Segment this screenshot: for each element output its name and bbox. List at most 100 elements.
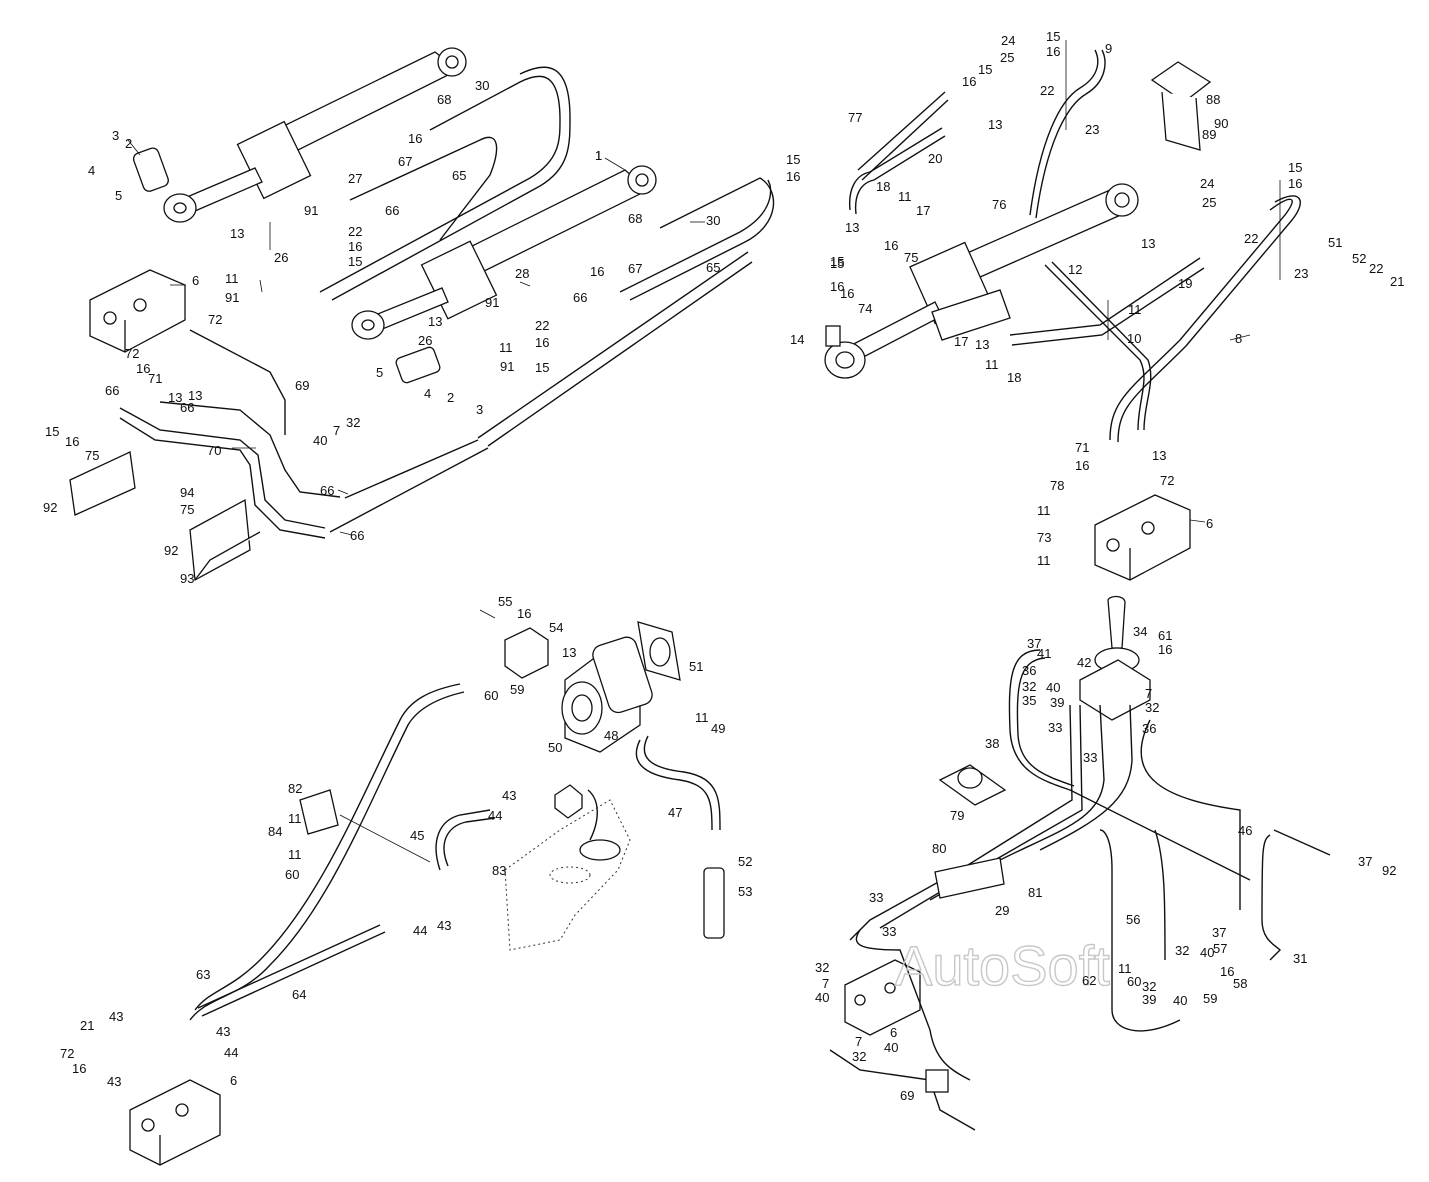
callout-top-right-22: 22 [1244,231,1258,246]
callout-top-left-2: 2 [125,136,132,151]
callout-bottom-right-40: 40 [1173,993,1187,1008]
callout-top-right-11: 11 [898,189,912,204]
callout-top-right-8: 8 [1235,331,1242,346]
callout-top-right-16: 16 [786,169,800,184]
bracket-82 [299,789,339,835]
callout-bottom-right-39: 39 [1142,992,1156,1007]
callout-top-left-3: 3 [476,402,483,417]
callout-top-right-11: 11 [1037,503,1051,518]
callout-bottom-right-32: 32 [852,1049,866,1064]
callout-top-right-15: 15 [1046,29,1060,44]
callout-top-right-18: 18 [876,179,890,194]
callout-top-left-93: 93 [180,571,194,586]
callout-bottom-right-69: 69 [900,1088,914,1103]
callout-top-left-15: 15 [535,360,549,375]
callout-top-right-16: 16 [1046,44,1060,59]
callout-bottom-right-62: 62 [1082,973,1096,988]
callout-bottom-left-45: 45 [410,828,424,843]
callout-top-left-66: 66 [385,203,399,218]
callout-bottom-left-72: 72 [60,1046,74,1061]
callout-bottom-left-21: 21 [80,1018,94,1033]
callout-top-right-51: 51 [1328,235,1342,250]
callout-top-right-13: 13 [1141,236,1155,251]
callout-top-left-69: 69 [295,378,309,393]
callout-top-right-90: 90 [1214,116,1228,131]
callout-top-left-30: 30 [475,78,489,93]
callout-bottom-left-55: 55 [498,594,512,609]
callout-top-right-14: 14 [790,332,804,347]
callout-bottom-right-37: 37 [1027,636,1041,651]
callout-top-left-65: 65 [706,260,720,275]
callout-top-right-25: 25 [1202,195,1216,210]
top-left-assembly [69,47,775,582]
callout-bottom-right-31: 31 [1293,951,1307,966]
callout-bottom-right-33: 33 [1048,720,1062,735]
callout-top-right-6: 6 [1206,516,1213,531]
callout-top-left-16: 16 [348,239,362,254]
callout-top-right-16: 16 [884,238,898,253]
callout-top-left-68: 68 [437,92,451,107]
callout-top-left-13: 13 [428,314,442,329]
callout-bottom-left-51: 51 [689,659,703,674]
callout-top-left-11: 11 [225,271,239,286]
callout-bottom-left-43: 43 [216,1024,230,1039]
callout-bottom-right-46: 46 [1238,823,1252,838]
callout-bottom-right-32: 32 [1175,943,1189,958]
callout-top-right-89: 89 [1202,127,1216,142]
callout-top-right-15: 15 [978,62,992,77]
callout-top-right-76: 76 [992,197,1006,212]
callout-bottom-right-40: 40 [815,990,829,1005]
callout-bottom-right-33: 33 [882,924,896,939]
callout-top-right-16: 16 [1075,458,1089,473]
callout-bottom-right-37: 37 [1212,925,1226,940]
callout-top-left-91: 91 [225,290,239,305]
callout-bottom-left-84: 84 [268,824,282,839]
callout-top-left-40: 40 [313,433,327,448]
callout-bottom-right-7: 7 [1145,686,1152,701]
callout-top-left-71: 71 [148,371,162,386]
callout-top-right-22: 22 [1040,83,1054,98]
callout-top-left-3: 3 [112,128,119,143]
callout-top-right-10: 10 [1127,331,1141,346]
callout-top-left-75: 75 [180,502,194,517]
callout-top-right-23: 23 [1085,122,1099,137]
callout-top-left-16: 16 [136,361,150,376]
callout-top-left-66: 66 [320,483,334,498]
callout-top-right-17: 17 [954,334,968,349]
callout-bottom-right-39: 39 [1050,695,1064,710]
callout-bottom-right-57: 57 [1213,941,1227,956]
callout-top-left-11: 11 [499,340,513,355]
bottom-left-leaders [339,609,496,863]
callout-bottom-right-59: 59 [1203,991,1217,1006]
callout-top-right-88: 88 [1206,92,1220,107]
callout-top-left-15: 15 [348,254,362,269]
block-54 [504,627,549,679]
callout-top-left-67: 67 [398,154,412,169]
top-left-brackets [69,451,261,582]
callout-bottom-left-82: 82 [288,781,302,796]
hydraulic-pump [561,621,681,753]
callout-bottom-left-6: 6 [230,1073,237,1088]
callout-bottom-left-83: 83 [492,863,506,878]
callout-top-right-20: 20 [928,151,942,166]
callout-top-right-23: 23 [1294,266,1308,281]
callout-top-right-17: 17 [916,203,930,218]
callout-top-right-16: 16 [1288,176,1302,191]
callout-top-left-22: 22 [535,318,549,333]
callout-bottom-left-52: 52 [738,854,752,869]
callout-top-left-5: 5 [376,365,383,380]
callout-labels: 1234561311912627166768306566912216157272… [43,29,1404,1103]
callout-top-right-11: 11 [985,357,999,372]
top-left-hoses [119,66,775,539]
callout-top-left-68: 68 [628,211,642,226]
callout-top-left-72: 72 [125,346,139,361]
callout-top-right-25: 25 [1000,50,1014,65]
callout-bottom-left-13: 13 [562,645,576,660]
callout-top-right-18: 18 [1007,370,1021,385]
callout-top-right-11: 11 [1128,302,1142,317]
callout-top-left-32: 32 [346,415,360,430]
callout-top-right-77: 77 [848,110,862,125]
callout-bottom-right-41: 41 [1037,646,1051,661]
control-valve [89,269,186,353]
callout-top-right-15: 15 [830,256,844,271]
